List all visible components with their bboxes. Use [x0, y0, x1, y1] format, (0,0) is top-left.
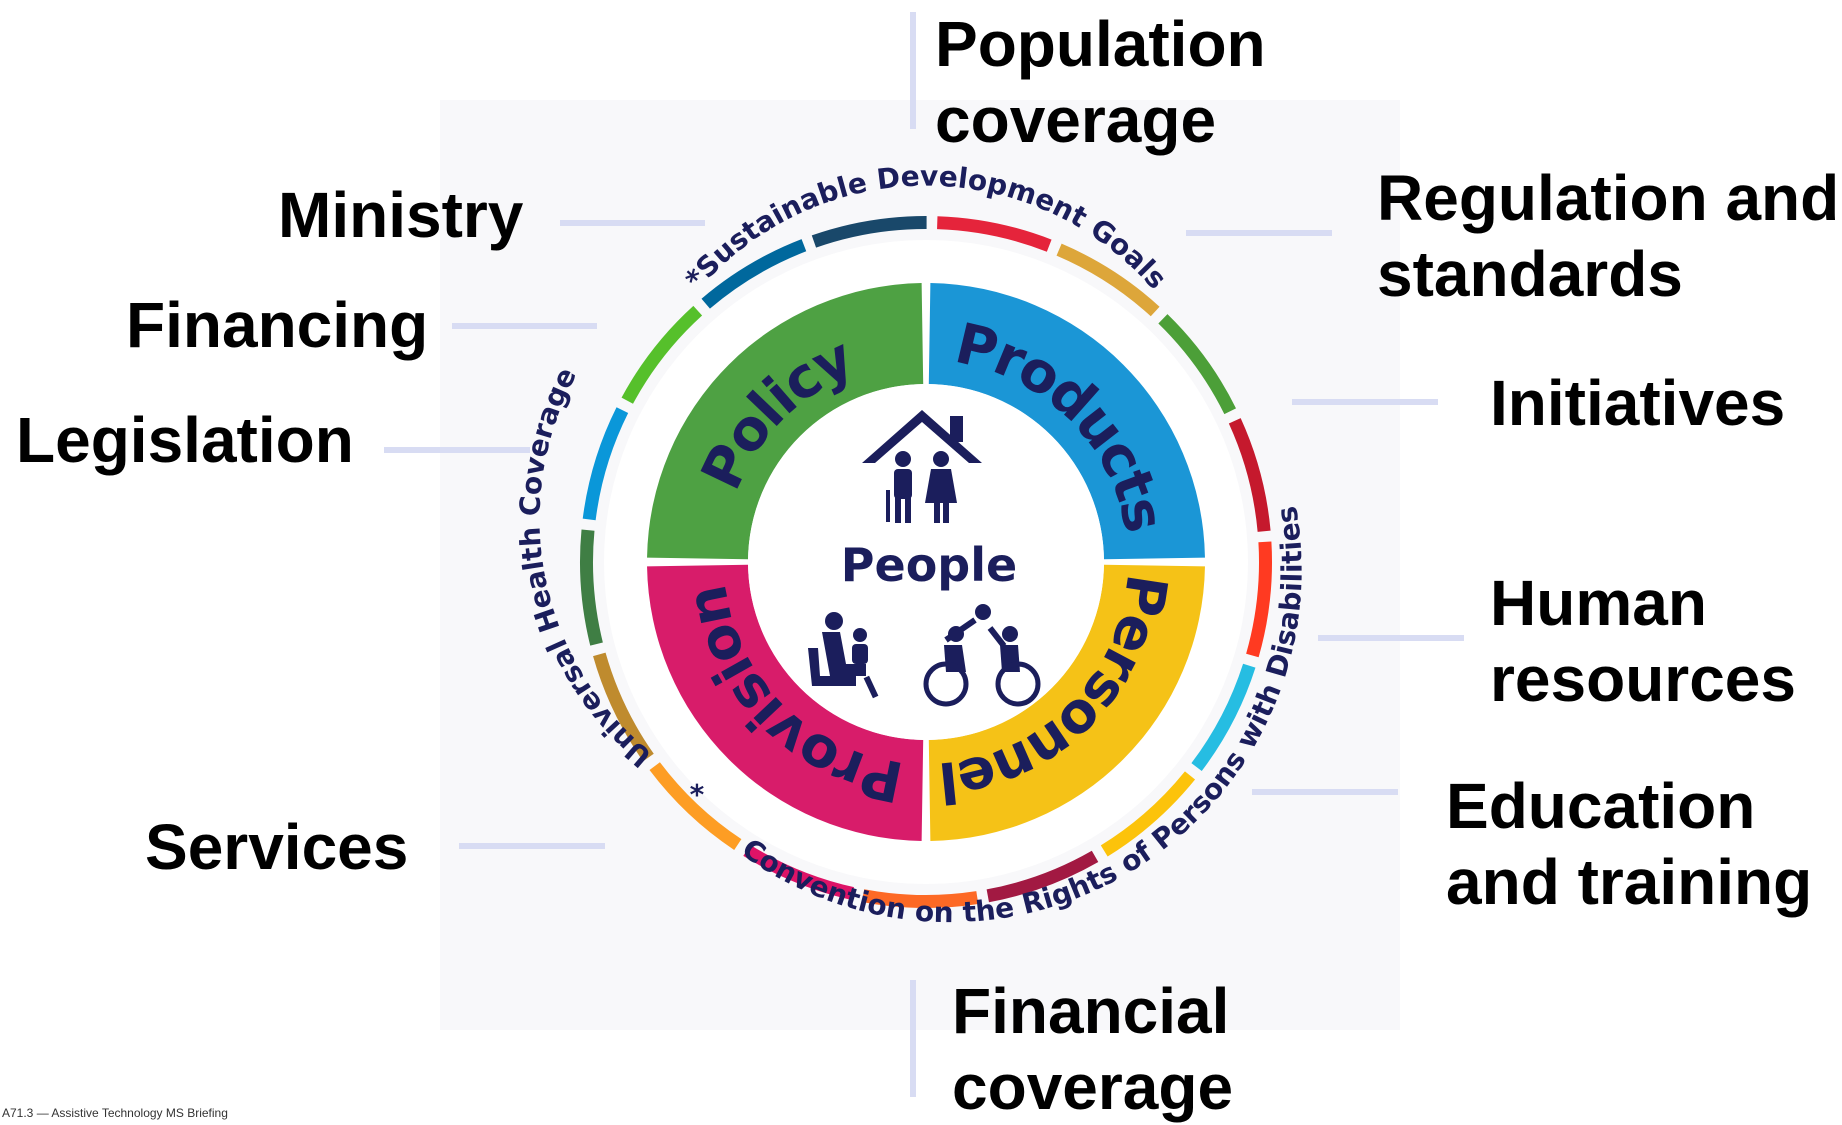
sdg-ring-segment — [811, 216, 927, 248]
label-population-coverage: Population coverage — [935, 6, 1266, 158]
quadrant-products — [928, 283, 1205, 560]
label-population-coverage-line1: Population — [935, 8, 1266, 80]
label-regulation-standards: Regulation and standards — [1377, 160, 1839, 312]
label-regulation-line1: Regulation and — [1377, 162, 1840, 234]
sdg-ring-segment — [621, 305, 703, 404]
sdg-ring-segment — [1100, 771, 1196, 857]
label-financing-line1: Financing — [126, 289, 429, 361]
sdg-ring-segment — [1228, 418, 1271, 532]
sdg-ring-segment — [580, 529, 603, 646]
quadrant-provision — [647, 564, 924, 841]
label-human-resources-line1: Human — [1490, 567, 1707, 639]
house-family-icon — [862, 410, 982, 523]
caregiver-seated-icon — [808, 612, 879, 699]
label-legislation-line1: Legislation — [16, 404, 354, 476]
label-education-training: Education and training — [1446, 768, 1812, 920]
label-services: Services — [145, 809, 408, 885]
sdg-ring-segment — [1158, 314, 1236, 415]
leader-initiatives — [1292, 399, 1438, 405]
sdg-ring-segment — [701, 239, 807, 309]
label-initiatives-line1: Initiatives — [1490, 367, 1786, 439]
sdg-ring-segment — [593, 652, 654, 762]
sdg-ring-segment — [986, 850, 1099, 903]
ring-text-separator: * — [690, 778, 705, 811]
sdg-ring-segment — [937, 216, 1052, 252]
center-label-people: People — [841, 538, 1017, 592]
label-education-line2: and training — [1446, 846, 1813, 918]
label-services-line1: Services — [145, 811, 409, 883]
label-financial-coverage: Financial coverage — [952, 973, 1233, 1125]
label-education-line1: Education — [1446, 770, 1756, 842]
label-ministry-line1: Ministry — [278, 179, 524, 251]
leader-financing — [452, 323, 597, 329]
leader-services — [459, 843, 605, 849]
label-financing: Financing — [126, 287, 428, 363]
sdg-ring-segment — [1056, 243, 1160, 317]
leader-human-resources — [1318, 635, 1464, 641]
leader-population-coverage — [910, 12, 916, 129]
label-human-resources-line2: resources — [1490, 643, 1796, 715]
wheelchair-users-icon — [923, 604, 1041, 707]
label-financial-coverage-line2: coverage — [952, 1051, 1234, 1123]
leader-ministry — [560, 220, 705, 226]
label-human-resources: Human resources — [1490, 565, 1796, 717]
sdg-ring-segment — [743, 844, 854, 900]
quadrant-group — [647, 283, 1205, 841]
label-financial-coverage-line1: Financial — [952, 975, 1230, 1047]
footer-caption: A71.3 — Assistive Technology MS Briefing — [2, 1106, 228, 1120]
leader-financial-coverage — [910, 980, 916, 1097]
sdg-ring-segment — [861, 889, 979, 908]
sdg-outer-ring — [580, 216, 1272, 908]
label-population-coverage-line2: coverage — [935, 84, 1217, 156]
label-ministry: Ministry — [278, 177, 523, 253]
sdg-ring-segment — [1246, 541, 1272, 658]
sdg-ring-segment — [582, 407, 629, 521]
sdg-ring-segment — [649, 762, 742, 850]
quadrant-personnel — [928, 564, 1205, 841]
label-legislation: Legislation — [16, 402, 354, 478]
leader-regulation — [1186, 230, 1332, 236]
leader-legislation — [384, 447, 530, 453]
sdg-ring-segment — [1191, 663, 1256, 771]
label-regulation-line2: standards — [1377, 238, 1683, 310]
leader-education — [1252, 789, 1398, 795]
label-initiatives: Initiatives — [1490, 365, 1785, 441]
quadrant-policy — [647, 283, 924, 560]
